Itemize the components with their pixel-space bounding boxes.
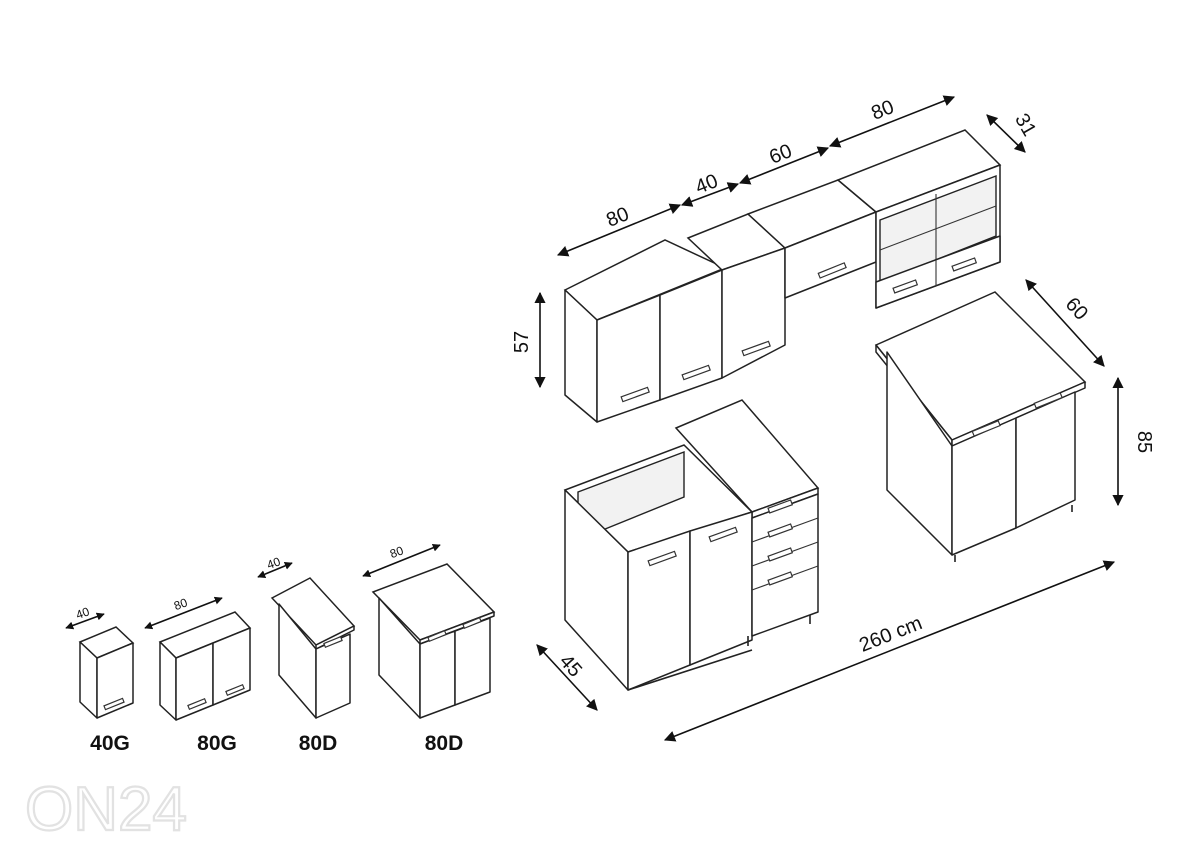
handle [767,547,794,562]
dim-wall-depth: 31 [1010,110,1040,140]
module-80d: 80 80D [362,543,496,755]
handle [817,262,847,279]
base-cabinet-right [874,291,1087,562]
dim-base-depth: 45 [555,650,586,681]
dim-wall-60: 60 [766,140,795,169]
watermark-logo: ON24 [25,775,187,844]
handle [620,386,650,403]
glass-shelf [879,174,997,284]
dim-wall-height: 57 [511,331,533,353]
dim-base-height: 85 [1133,431,1155,453]
module-80d-width: 80 [388,543,406,561]
handle [647,550,677,567]
module-40d: 40 80D [257,554,356,755]
handle [681,364,711,381]
base-cabinets-left [563,399,820,691]
dim-island-depth: 60 [1061,293,1092,324]
module-40g-width: 40 [74,604,92,622]
module-40d-label: 80D [299,732,338,755]
sink-door-left [627,530,691,691]
module-40d-width: 40 [265,554,283,572]
handle [951,257,978,272]
wall-cabinet-drawers [875,235,1001,309]
handle [708,526,738,543]
wall-cabinets [563,129,1002,423]
dim-wall-40: 40 [692,170,721,199]
module-40g-label: 40G [90,732,130,755]
handle [971,420,1001,437]
drawer-unit-front [751,493,819,637]
handle [741,340,771,357]
module-40g: 40 40G [65,604,135,755]
wall-cabinet-40-door [721,247,786,379]
handle [1033,392,1063,409]
dim-wall-80-left: 80 [603,203,632,232]
module-80g-width: 80 [172,595,190,613]
handle [767,523,794,538]
module-80g: 80 80G [144,595,252,755]
handle [892,279,919,294]
module-80d-label: 80D [425,732,464,755]
handle [767,499,794,514]
module-80g-label: 80G [197,732,237,755]
